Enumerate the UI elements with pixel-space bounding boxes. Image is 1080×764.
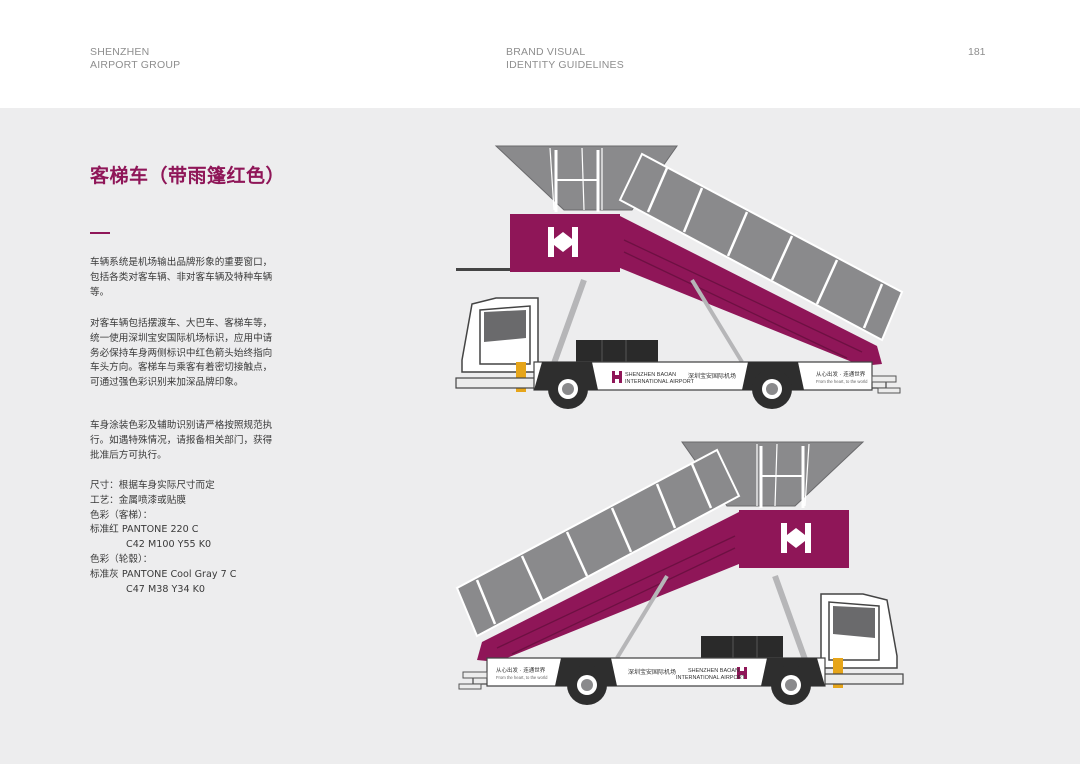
vehicle-slogan-cn: 从心出发 · 连通世界	[816, 370, 866, 378]
spec-color-wheel-cmyk: C47 M38 Y34 K0	[126, 583, 206, 595]
page-title: 客梯车（带雨篷红色）	[90, 165, 286, 187]
paragraph-compliance: 车身涂装色彩及辅助识别请严格按照规范执行。如遇特殊情况，请报备相关部门，获得批准…	[90, 420, 273, 461]
spec-color-body-pantone: 标准红 PANTONE 220 C	[90, 524, 199, 536]
spec-size: 尺寸：根据车身实际尺寸而定	[90, 480, 215, 491]
section-name: BRAND VISUAL IDENTITY GUIDELINES	[506, 46, 624, 72]
passenger-stair-truck-illustration-right-facing: SHENZHEN BAOAN INTERNATIONAL AIRPORT 深圳宝…	[455, 441, 904, 705]
passenger-stair-truck-illustration-left-facing: SHENZHEN BAOAN INTERNATIONAL AIRPORT 深圳宝…	[455, 145, 904, 409]
spec-process: 工艺：金属喷漆或贴膜	[90, 494, 186, 506]
spec-color-body-label: 色彩（客梯）：	[90, 509, 153, 521]
spec-color-wheel-label: 色彩（轮毂）：	[90, 553, 153, 565]
vehicle-text-cn: 深圳宝安国际机场	[688, 372, 736, 380]
org-name: SHENZHEN AIRPORT GROUP	[90, 46, 180, 72]
page-header: SHENZHEN AIRPORT GROUP BRAND VISUAL IDEN…	[0, 0, 1080, 108]
vehicle-text-en-line1: SHENZHEN BAOAN	[625, 372, 676, 378]
paragraph-intro: 车辆系统是机场输出品牌形象的重要窗口，包括各类对客车辆、非对客车辆及特种车辆等。	[90, 257, 273, 298]
vehicle-text-en-line2: INTERNATIONAL AIRPORT	[625, 379, 695, 385]
spec-color-body-cmyk: C42 M100 Y55 K0	[126, 539, 212, 551]
paragraph-guidelines: 对客车辆包括摆渡车、大巴车、客梯车等，统一使用深圳宝安国际机场标识，应用中请务必…	[90, 318, 273, 389]
org-name-line1: SHENZHEN	[90, 46, 150, 58]
vehicle2-text-en-line2: INTERNATIONAL AIRPORT	[676, 675, 746, 681]
title-divider	[90, 232, 110, 234]
airport-logo-icon	[548, 227, 578, 257]
vehicle2-text-en-line1: SHENZHEN BAOAN	[688, 668, 739, 674]
vehicle2-slogan-cn: 从心出发 · 连通世界	[496, 666, 546, 674]
vehicle2-text-cn: 深圳宝安国际机场	[628, 668, 676, 676]
vehicle2-slogan-en: From the heart, to the world	[496, 675, 548, 680]
page-number: 181	[968, 46, 986, 58]
spec-list: 尺寸：根据车身实际尺寸而定 工艺：金属喷漆或贴膜 色彩（客梯）： 标准红 PAN…	[90, 479, 290, 597]
vehicle-slogan-en: From the heart, to the world	[816, 379, 868, 384]
section-name-line1: BRAND VISUAL	[506, 46, 586, 58]
spec-color-wheel-pantone: 标准灰 PANTONE Cool Gray 7 C	[90, 568, 237, 580]
airport-logo-small-icon	[612, 371, 622, 383]
org-name-line2: AIRPORT GROUP	[90, 59, 181, 71]
section-name-line2: IDENTITY GUIDELINES	[506, 59, 624, 71]
